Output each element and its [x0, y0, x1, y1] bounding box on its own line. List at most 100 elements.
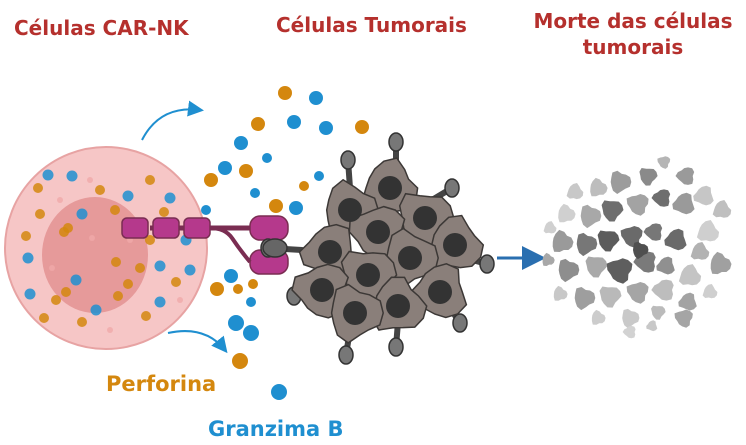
dead-cell-fragment [622, 325, 636, 339]
vesicle-dot [89, 235, 95, 241]
tumor-antigen-head [338, 345, 354, 365]
dead-cell-fragment [678, 292, 697, 311]
dead-cell-fragment [566, 183, 584, 200]
vesicle-dot [57, 197, 63, 203]
tumor-cell-nucleus [398, 246, 422, 270]
perforin-granule [61, 287, 71, 297]
tumor-antigen-head [452, 313, 468, 333]
dead-cell-fragment [558, 258, 580, 283]
perforin-granule [21, 231, 31, 241]
perforin-molecule [210, 282, 224, 296]
dead-cell-fragment [646, 320, 658, 332]
tumor-cell-nucleus [310, 278, 334, 302]
granzyme-granule [66, 170, 78, 182]
dead-cell-fragment [590, 177, 608, 197]
dead-cell-fragment [690, 242, 710, 260]
dead-cell-fragment [626, 194, 649, 216]
vesicle-dot [49, 265, 55, 271]
tumor-cell-cluster [260, 132, 495, 365]
dead-cell-fragment [675, 167, 695, 185]
perforin-molecule [355, 120, 369, 134]
granzyme-molecule [224, 269, 238, 283]
car-segment [183, 217, 211, 239]
granzyme-molecule [246, 297, 256, 307]
tumor-death-label: Morte das células tumorais [520, 8, 746, 60]
tumor-cell-nucleus [443, 233, 467, 257]
dead-cell-fragment [639, 168, 658, 186]
tumor-antigen-head [444, 178, 460, 198]
tumor-antigen-head [388, 337, 404, 357]
dead-cell-fragment [651, 189, 671, 207]
tumor-cell-nucleus [343, 301, 367, 325]
perforin-granule [141, 311, 151, 321]
granzyme-molecule [201, 205, 211, 215]
granzyme-granule [90, 304, 102, 316]
tumor-cell-nucleus [356, 263, 380, 287]
tumor-cell-nucleus [386, 294, 410, 318]
dead-cell-fragment [574, 287, 596, 311]
dead-cell-fragment [542, 252, 555, 266]
granzyme-molecule [228, 315, 244, 331]
granzyme-granule [164, 192, 176, 204]
dead-cell-fragment [622, 308, 640, 329]
tumor-antigen-head [388, 132, 404, 152]
granzyme-molecule [262, 153, 272, 163]
perforin-granule [95, 185, 105, 195]
perforin-granule [113, 291, 123, 301]
dead-cell-fragment [656, 256, 675, 275]
vesicle-dot [107, 327, 113, 333]
perforin-granule [39, 313, 49, 323]
car-segment [152, 217, 180, 239]
granzyme-granule [154, 260, 166, 272]
dead-cell-fragment [702, 284, 718, 299]
dead-cell-fragment [678, 264, 702, 286]
dead-cell-fragment [712, 200, 732, 218]
vesicle-dot [177, 297, 183, 303]
perforin-granule [111, 257, 121, 267]
perforin-molecule [248, 279, 258, 289]
dead-cell-fragment [693, 185, 714, 206]
perforin-granule [51, 295, 61, 305]
perforin-granule [145, 175, 155, 185]
car-scfv-upper [249, 215, 289, 241]
perforin-granule [123, 279, 133, 289]
dead-cell-fragment [601, 200, 624, 222]
dead-cell-fragment [591, 309, 606, 325]
granzyme-granule [22, 252, 34, 264]
granzyme-molecule [243, 325, 259, 341]
car-nk-cells-label: Células CAR-NK [14, 16, 189, 40]
dead-cell-fragment [674, 309, 693, 328]
dead-cell-fragment [633, 241, 649, 260]
granzyme-molecule [218, 161, 232, 175]
release-arrow-top [141, 100, 204, 141]
dead-cell-fragment [552, 229, 574, 252]
bound-antigen [262, 238, 288, 258]
granzyme-granule [76, 208, 88, 220]
perforin-molecule [204, 173, 218, 187]
tumor-cells-label: Células Tumorais [276, 13, 467, 37]
perforin-granule [110, 205, 120, 215]
dead-cell-fragment [610, 170, 632, 194]
granzyme-granule [70, 274, 82, 286]
perforin-molecule [251, 117, 265, 131]
perforin-granule [77, 317, 87, 327]
perforin-molecule [278, 86, 292, 100]
dead-cell-fragment [597, 230, 620, 252]
dead-cell-fragment [576, 232, 598, 257]
dead-cell-fragment [626, 282, 649, 304]
granzyme-granule [184, 264, 196, 276]
tumor-cell-nucleus [378, 176, 402, 200]
granzyme-molecule [319, 121, 333, 135]
granzyme-granule [42, 169, 54, 181]
tumor-antigen-head [479, 254, 495, 274]
dead-cell-fragment [657, 156, 671, 169]
dead-cell-fragment [664, 228, 687, 251]
tumor-death-line2: tumorais [582, 35, 684, 59]
dead-cell-fragment [585, 256, 608, 278]
dead-cell-fragment [651, 279, 674, 301]
perforin-granule [63, 223, 73, 233]
dead-cell-fragment [696, 220, 720, 242]
tumor-antigen-head [340, 150, 356, 170]
granzyme-granule [154, 296, 166, 308]
